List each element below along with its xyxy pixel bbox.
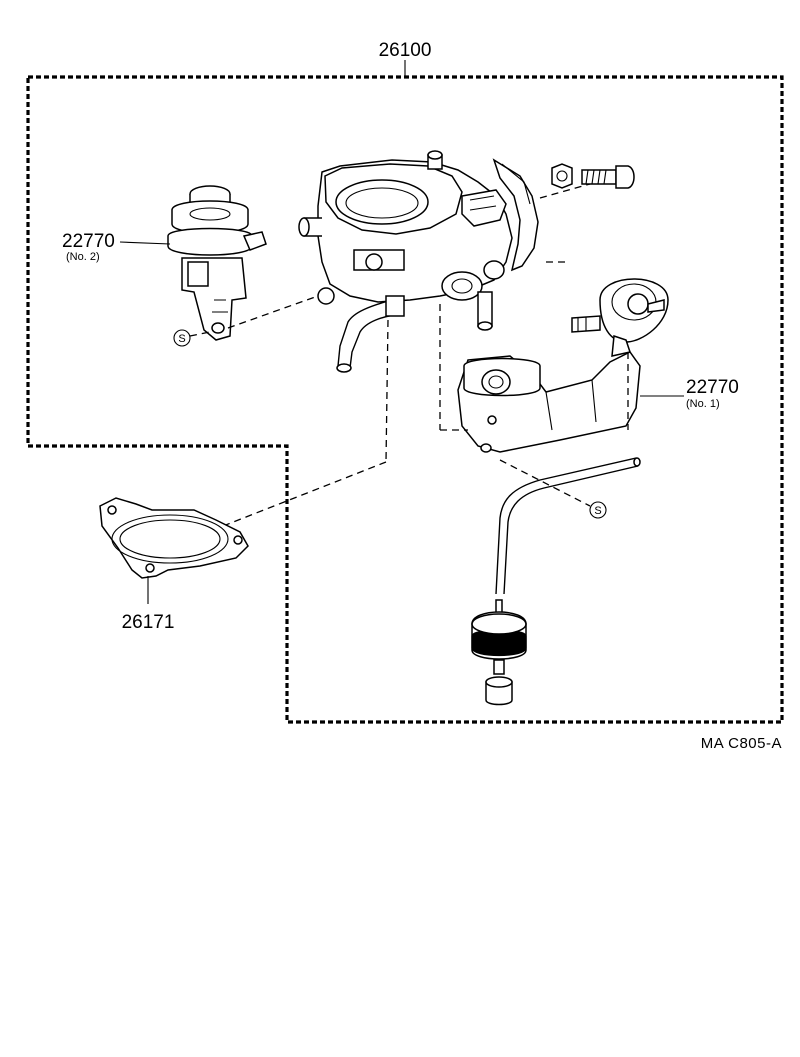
diagram-reference: MA C805-A: [701, 735, 782, 752]
gasket: [99, 497, 249, 604]
gasket-part-number: 26171: [122, 612, 175, 633]
valve-no1-part-number: 22770: [686, 377, 739, 398]
vacuum-hose: [495, 457, 641, 595]
vacuum-valve-no1: [457, 278, 669, 453]
valve-no2-subtitle: (No. 2): [66, 251, 100, 263]
vacuum-filter: [471, 599, 527, 706]
valve-no1-subtitle: (No. 1): [686, 398, 720, 410]
sealant-symbol-left: S: [178, 333, 185, 345]
sealant-icon: [173, 329, 191, 347]
valve-no2-part-number: 22770: [62, 231, 115, 252]
sealant-icon: [589, 501, 607, 519]
assembly-frame: [26, 60, 784, 724]
assembly-part-number: 26100: [379, 40, 432, 61]
vacuum-valve-no2: [167, 185, 319, 341]
sealant-symbol-right: S: [594, 505, 601, 517]
adjusting-screw: [539, 163, 635, 199]
throttle-body: [298, 150, 539, 373]
